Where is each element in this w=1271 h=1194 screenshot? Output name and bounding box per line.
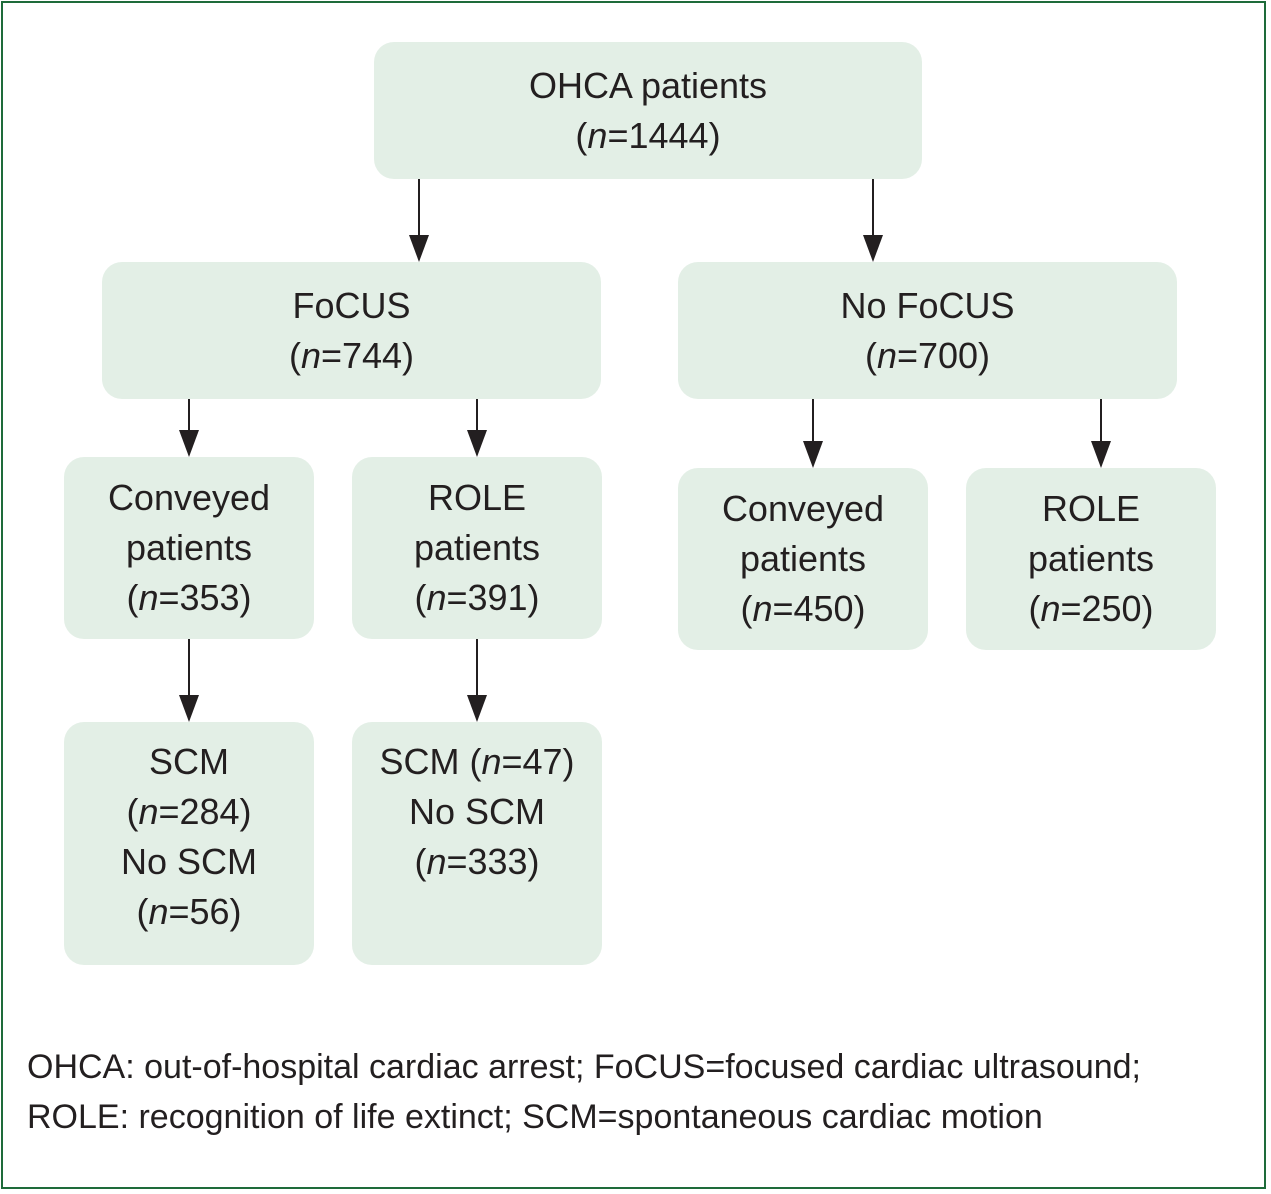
arrowhead-nofocus-to-conveyed (803, 441, 823, 468)
count-symbol: n (300, 334, 321, 376)
node-focus-role: ROLE patients (n=391) (352, 457, 602, 639)
count-value: =450) (772, 588, 866, 629)
count-value: =744) (320, 334, 415, 376)
count-prefix: SCM ( (379, 741, 482, 782)
count-value: =284) (158, 791, 252, 832)
count-value: =47) (501, 741, 575, 782)
count-prefix: ( (288, 334, 301, 376)
arrowhead-conveyed-to-scm (179, 695, 199, 722)
node-line: (n=284) (126, 787, 251, 837)
count-prefix: ( (575, 114, 588, 156)
node-nofocus-conveyed: Conveyed patients (n=450) (678, 468, 928, 650)
count-prefix: ( (414, 841, 427, 882)
arrowhead-role-to-scm (467, 695, 487, 722)
node-line: (n=450) (740, 584, 865, 634)
node-conveyed-scm: SCM(n=284)No SCM(n=56) (64, 722, 314, 965)
count-symbol: n (138, 791, 159, 832)
node-line: SCM (n=47) (379, 737, 574, 787)
count-symbol: n (876, 334, 897, 376)
count-prefix: ( (136, 891, 149, 932)
count-symbol: n (138, 577, 159, 618)
count-prefix: ( (1028, 588, 1041, 629)
node-line: Conveyed (107, 477, 271, 518)
count-prefix: ( (414, 577, 427, 618)
count-value: =391) (446, 577, 540, 618)
node-line: (n=333) (414, 837, 539, 887)
node-line: ROLE (1041, 488, 1141, 529)
node-line: (n=744) (289, 331, 414, 381)
count-symbol: n (481, 741, 502, 782)
count-symbol: n (587, 114, 608, 156)
node-line: (n=1444) (575, 111, 720, 161)
count-value: =1444) (607, 114, 721, 156)
node-line: patients (125, 527, 253, 568)
node-line: (n=700) (865, 331, 990, 381)
count-prefix: ( (864, 334, 877, 376)
node-line: (n=391) (414, 573, 539, 623)
node-focus-conveyed: Conveyed patients (n=353) (64, 457, 314, 639)
node-no-focus: No FoCUS (n=700) (678, 262, 1177, 399)
node-focus: FoCUS (n=744) (102, 262, 601, 399)
count-value: =353) (158, 577, 252, 618)
node-line: (n=353) (126, 573, 251, 623)
count-symbol: n (426, 577, 447, 618)
node-line: patients (413, 527, 541, 568)
caption-line-1: OHCA: out-of-hospital cardiac arrest; Fo… (27, 1048, 1141, 1086)
node-ohca-patients: OHCA patients (n=1444) (374, 42, 922, 179)
count-prefix: ( (740, 588, 753, 629)
figure-caption: OHCA: out-of-hospital cardiac arrest; Fo… (27, 1042, 1247, 1142)
count-prefix: ( (126, 577, 139, 618)
arrowhead-root-to-focus (409, 235, 429, 262)
node-line: ROLE (427, 477, 527, 518)
node-line: Conveyed (721, 488, 885, 529)
node-line: FoCUS (292, 284, 411, 326)
node-line: patients (739, 538, 867, 579)
node-line: patients (1027, 538, 1155, 579)
node-line: No SCM (120, 841, 258, 882)
arrowhead-focus-to-role (467, 430, 487, 457)
count-symbol: n (752, 588, 773, 629)
count-value: =700) (896, 334, 991, 376)
count-value: =250) (1060, 588, 1154, 629)
node-line: No FoCUS (840, 284, 1015, 326)
count-value: =333) (446, 841, 540, 882)
arrowhead-root-to-nofocus (863, 235, 883, 262)
node-line: (n=56) (136, 887, 241, 937)
node-line: (n=250) (1028, 584, 1153, 634)
node-role-scm: SCM (n=47)No SCM(n=333) (352, 722, 602, 965)
arrowhead-focus-to-conveyed (179, 430, 199, 457)
node-line: No SCM (408, 791, 546, 832)
count-symbol: n (1040, 588, 1061, 629)
arrowhead-nofocus-to-role (1091, 441, 1111, 468)
node-nofocus-role: ROLE patients (n=250) (966, 468, 1216, 650)
count-value: =56) (168, 891, 242, 932)
node-line: OHCA patients (528, 64, 768, 106)
count-symbol: n (148, 891, 169, 932)
caption-line-2: ROLE: recognition of life extinct; SCM=s… (27, 1098, 1043, 1136)
count-symbol: n (426, 841, 447, 882)
count-prefix: ( (126, 791, 139, 832)
node-line: SCM (149, 741, 229, 782)
